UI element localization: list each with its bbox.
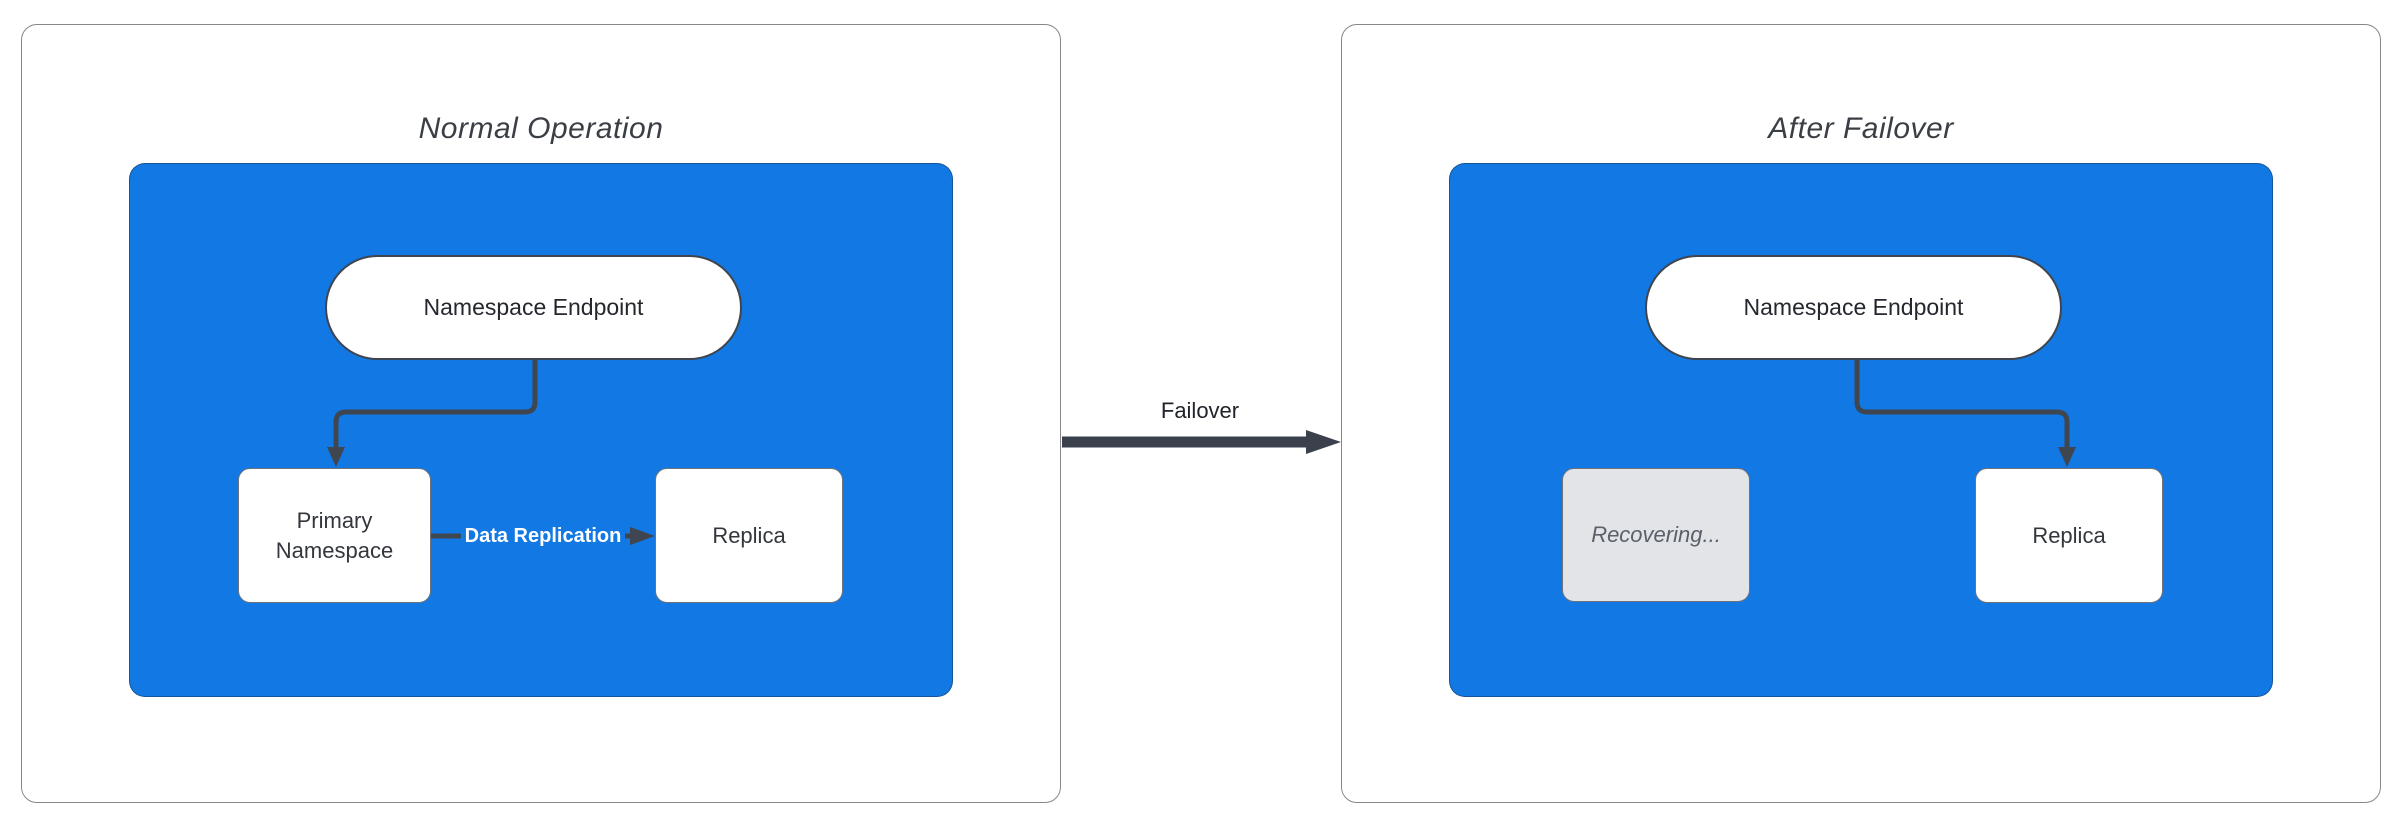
namespace-endpoint-node-failover: Namespace Endpoint (1645, 255, 2062, 360)
panel-title-normal-operation: Normal Operation (418, 112, 664, 145)
namespace-endpoint-node-normal: Namespace Endpoint (325, 255, 742, 360)
namespace-container-failover (1449, 163, 2273, 697)
replica-node-failover: Replica (1975, 468, 2163, 603)
panel-title-after-failover: After Failover (1768, 112, 1954, 145)
failover-label: Failover (1160, 398, 1240, 423)
failover-arrow (1062, 430, 1341, 454)
recovering-node: Recovering... (1562, 468, 1750, 602)
data-replication-label: Data Replication (431, 520, 655, 552)
primary-namespace-node: Primary Namespace (238, 468, 431, 603)
replica-node-normal: Replica (655, 468, 843, 603)
namespace-container-normal (129, 163, 953, 697)
